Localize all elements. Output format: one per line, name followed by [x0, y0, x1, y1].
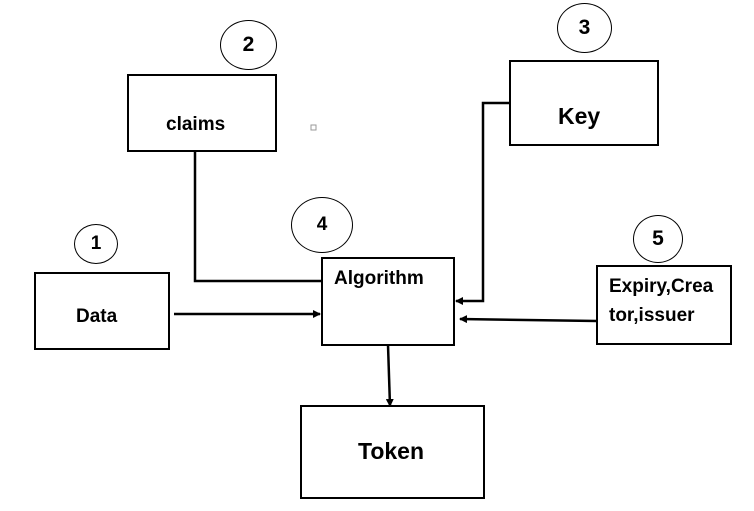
token-label: Token	[358, 438, 425, 464]
key-label: Key	[558, 103, 601, 129]
claims-number-badge: 2	[220, 20, 277, 70]
algorithm-box	[321, 257, 455, 346]
expiry-box	[596, 265, 732, 345]
stray-marker	[310, 124, 317, 131]
key-box	[509, 60, 659, 146]
edge-expiry-to-algorithm	[459, 315, 598, 324]
expiry-label-line2: tor,issuer	[609, 305, 695, 326]
data-label: Data	[76, 306, 118, 327]
edge-claims-to-algorithm	[193, 148, 330, 285]
algorithm-label: Algorithm	[334, 268, 424, 289]
data-box	[34, 272, 170, 350]
edge-algorithm-to-token	[385, 344, 394, 407]
key-number-badge: 3	[557, 3, 612, 53]
expiry-label-line1: Expiry,Crea	[609, 276, 714, 297]
token-box	[300, 405, 485, 499]
expiry-number-badge: 5	[633, 215, 683, 263]
claims-label: claims	[166, 114, 226, 135]
algorithm-number-badge: 4	[291, 197, 353, 253]
claims-box	[127, 74, 277, 152]
edge-key-to-algorithm	[455, 101, 511, 305]
data-number-badge: 1	[74, 224, 118, 264]
